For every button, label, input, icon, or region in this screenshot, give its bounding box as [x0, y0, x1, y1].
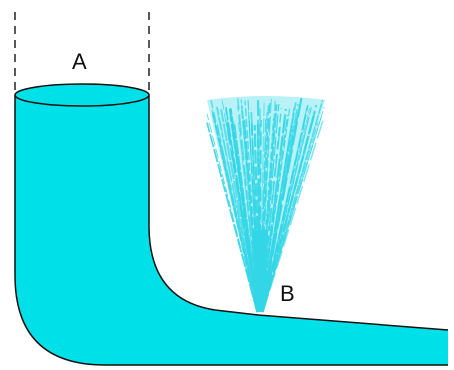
pipe-water [15, 95, 448, 365]
jet-streak [233, 122, 260, 313]
label-a: A [72, 49, 87, 74]
water-surface-a [14, 83, 150, 107]
jet-streak [253, 125, 261, 313]
jet-streak [259, 102, 271, 313]
jet-streak [260, 97, 303, 313]
jet-streak [216, 123, 259, 313]
jet-stem [252, 230, 268, 312]
jet-streak [262, 119, 324, 313]
jet-streak [206, 122, 258, 313]
jet-streak [262, 99, 324, 313]
jet-streak [262, 122, 319, 313]
jet-streak [260, 108, 290, 313]
jet-streak [261, 105, 309, 313]
jet-streak [259, 102, 265, 313]
water-jet [206, 96, 325, 313]
pipe-outer-wall [14, 95, 448, 366]
jet-streak [261, 104, 318, 313]
label-b: B [280, 281, 295, 306]
pipe-inner-wall [148, 95, 449, 331]
jet-streak [211, 110, 259, 313]
